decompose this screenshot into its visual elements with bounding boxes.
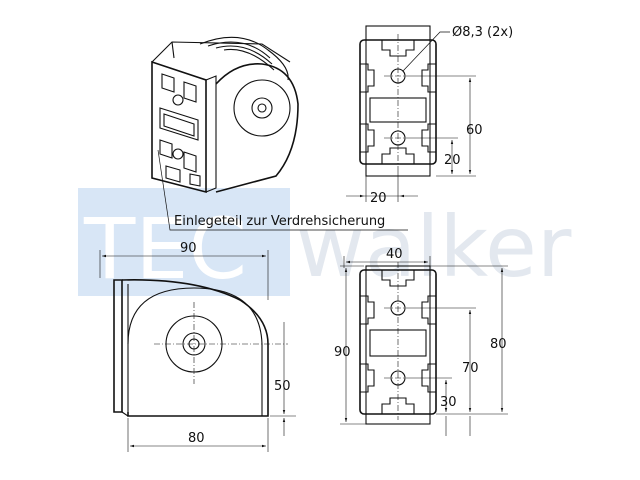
- front-dim-bottom: 80: [188, 431, 205, 446]
- isometric-view: Einlegeteil zur Verdrehsicherung: [151, 36, 408, 231]
- side-hole-note: Ø8,3 (2x): [452, 25, 513, 40]
- end-dim-height: 90: [334, 345, 351, 360]
- side-view: Ø8,3 (2x) 60 20 20: [346, 25, 513, 206]
- end-view: 40 90 80 70 30: [334, 247, 508, 436]
- watermark-right-text: walker: [296, 198, 572, 296]
- watermark: TEC walker: [78, 188, 572, 298]
- end-dim-width: 40: [386, 247, 403, 262]
- front-view: 90 80 50: [99, 241, 296, 452]
- side-dim-width: 20: [370, 191, 387, 206]
- front-dim-top: 90: [180, 241, 197, 256]
- callout-leader: [157, 149, 408, 231]
- end-dim-right: 80: [490, 337, 507, 352]
- end-dim-inner: 70: [462, 361, 479, 376]
- callout-label: Einlegeteil zur Verdrehsicherung: [174, 214, 385, 229]
- end-dim-bottom: 30: [440, 395, 457, 410]
- watermark-box: [78, 188, 290, 296]
- side-dim-lower: 20: [444, 153, 461, 168]
- front-dim-height: 50: [274, 379, 291, 394]
- side-dim-total: 60: [466, 123, 483, 138]
